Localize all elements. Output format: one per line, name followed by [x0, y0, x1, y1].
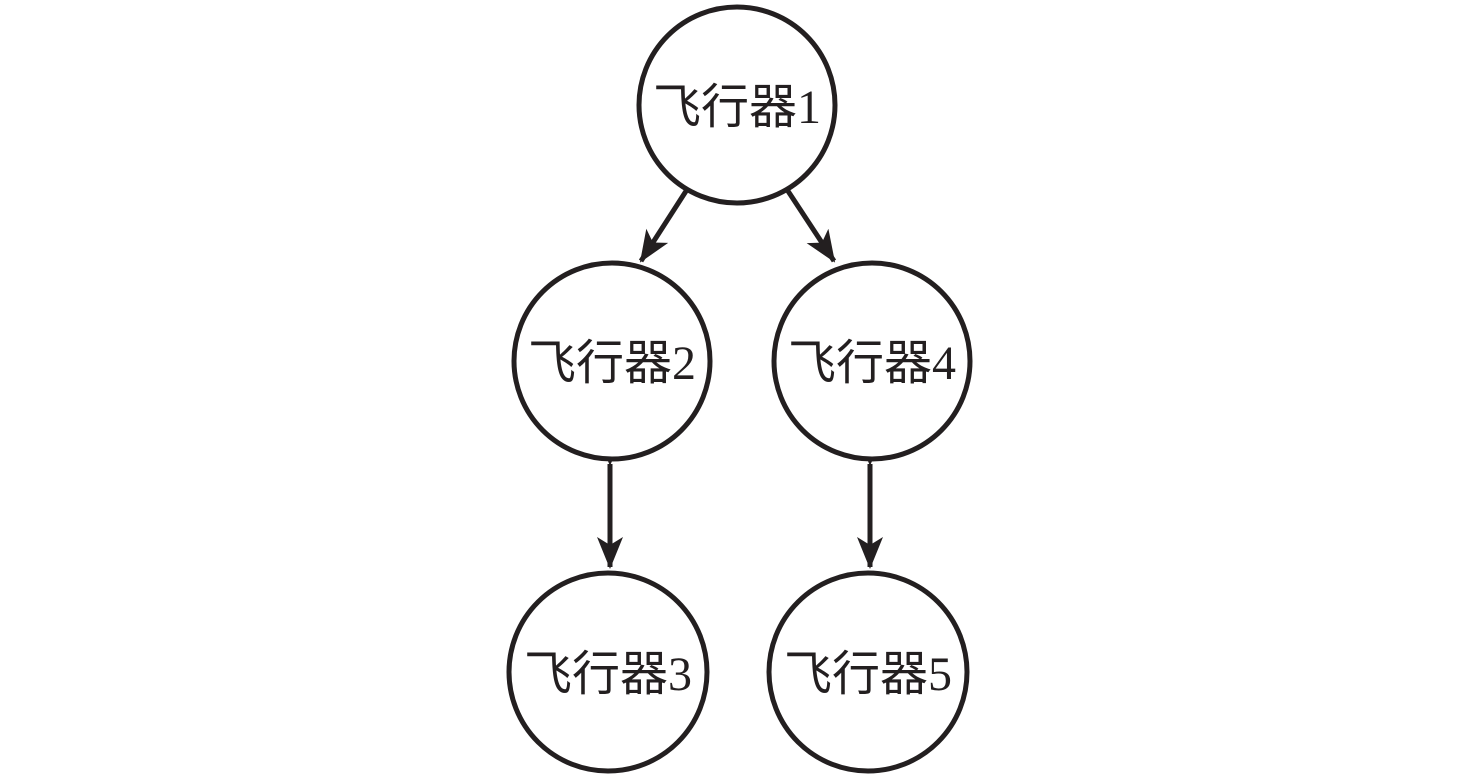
edge-node1-to-node4-arrow: [783, 186, 837, 263]
node-aircraft-1-label: 飞行器1: [653, 81, 821, 134]
node-aircraft-2-circle: [511, 260, 713, 462]
node-aircraft-4-label: 飞行器4: [788, 337, 956, 390]
node-aircraft-5-circle: [766, 570, 970, 774]
edge-node1-to-node2-arrow: [638, 186, 691, 263]
node-aircraft-3-circle: [506, 570, 710, 774]
node-aircraft-1: 飞行器1: [636, 4, 838, 206]
node-aircraft-3-label: 飞行器3: [524, 648, 692, 701]
node-aircraft-2-label: 飞行器2: [528, 337, 696, 390]
node-aircraft-4-circle: [771, 260, 973, 462]
node-aircraft-5: 飞行器5: [766, 570, 970, 774]
node-aircraft-1-circle: [636, 4, 838, 206]
node-aircraft-3: 飞行器3: [506, 570, 710, 774]
node-aircraft-5-label: 飞行器5: [784, 648, 952, 701]
node-aircraft-2: 飞行器2: [511, 260, 713, 462]
node-aircraft-4: 飞行器4: [771, 260, 973, 462]
